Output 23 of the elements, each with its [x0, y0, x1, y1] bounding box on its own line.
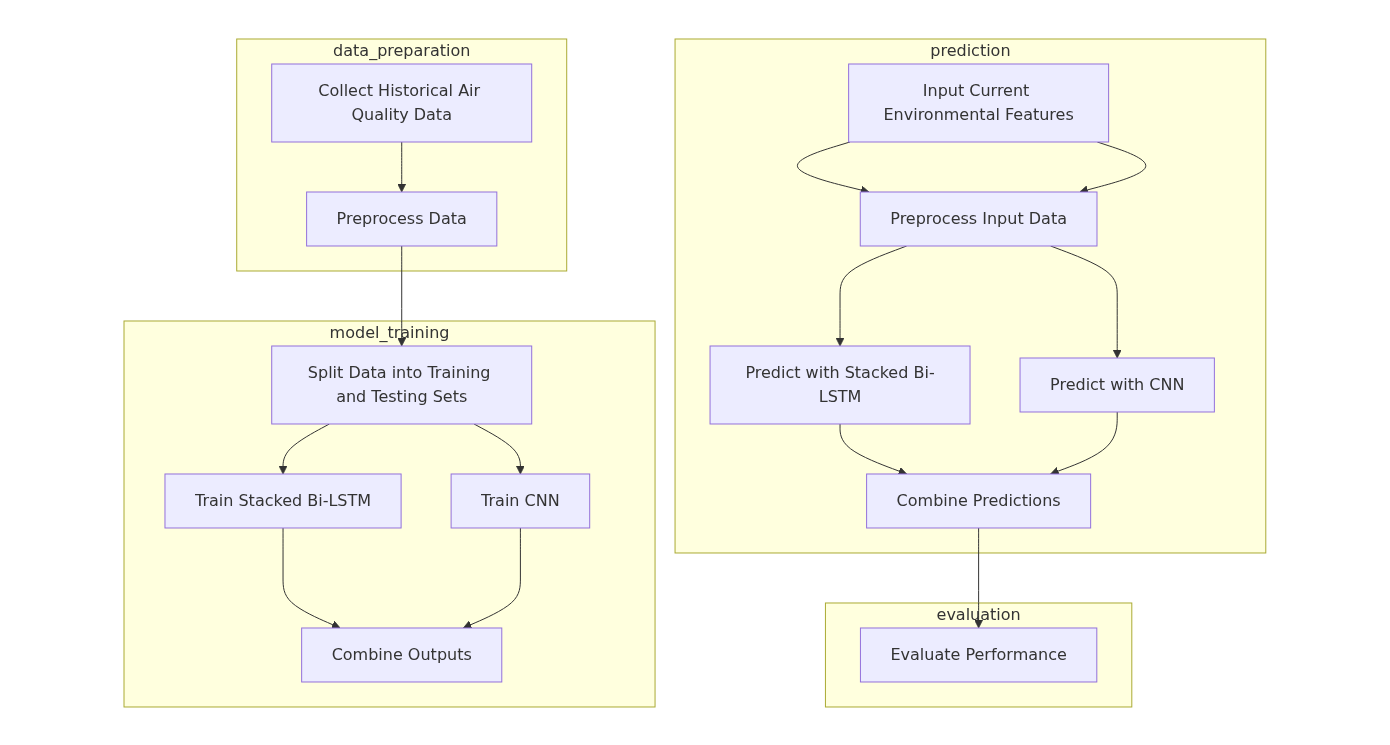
arrow	[463, 527, 521, 629]
node-box: Evaluate Performance	[860, 627, 1098, 682]
node-box: Collect Historical Air Quality Data	[271, 63, 533, 142]
arrow	[1050, 245, 1122, 358]
node-box: Train CNN	[450, 473, 591, 528]
node-box: Combine Outputs	[301, 627, 503, 682]
arrow	[1050, 411, 1118, 475]
node-box: Input Current Environmental Features	[848, 63, 1110, 142]
arrow	[839, 423, 908, 475]
node-box: Split Data into Training and Testing Sets	[271, 345, 533, 424]
arrow	[278, 423, 330, 474]
arrow	[797, 141, 870, 194]
arrow	[397, 245, 407, 346]
node-box: Preprocess Data	[306, 191, 498, 246]
arrow	[473, 423, 525, 474]
node-box: Predict with Stacked Bi-LSTM	[709, 345, 971, 424]
node-box: Predict with CNN	[1019, 357, 1215, 412]
arrow	[397, 141, 407, 192]
arrow	[974, 527, 984, 628]
arrow	[282, 527, 341, 629]
node-box: Combine Predictions	[866, 473, 1092, 528]
node-box: Preprocess Input Data	[859, 191, 1098, 246]
node-box: Train Stacked Bi-LSTM	[164, 473, 402, 528]
